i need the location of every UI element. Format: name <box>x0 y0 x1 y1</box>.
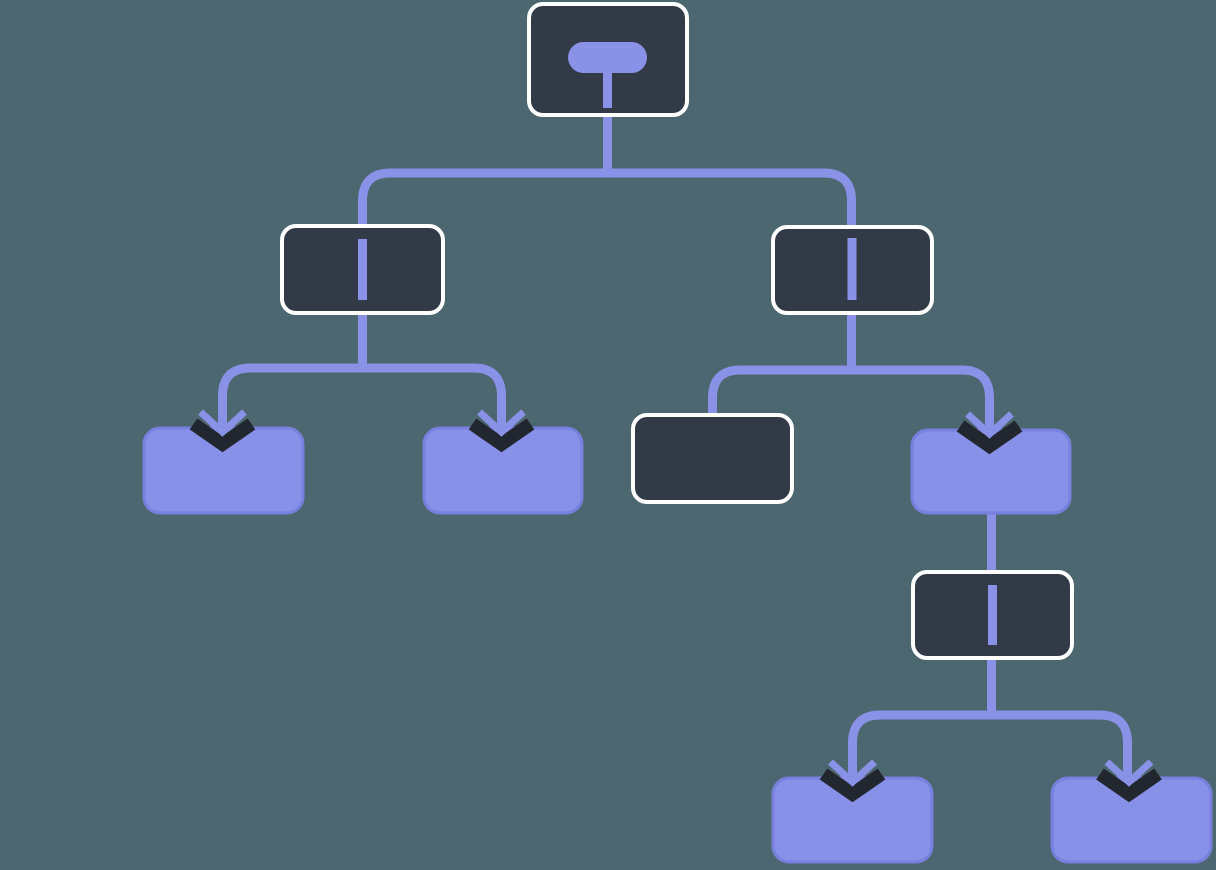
node-branch-right <box>771 225 934 315</box>
pill-shape <box>568 42 647 73</box>
node-branch-left <box>280 224 445 315</box>
node-right-dark <box>631 413 794 504</box>
nodes <box>142 2 1213 864</box>
connector-level1-split <box>358 168 856 245</box>
connector-bottom-split <box>848 710 1132 782</box>
connector-left-split <box>218 363 506 432</box>
node-branch-lower <box>911 570 1074 660</box>
connector-right-split <box>708 365 994 434</box>
node-right-dark-box <box>631 413 794 504</box>
node-root <box>527 2 689 117</box>
